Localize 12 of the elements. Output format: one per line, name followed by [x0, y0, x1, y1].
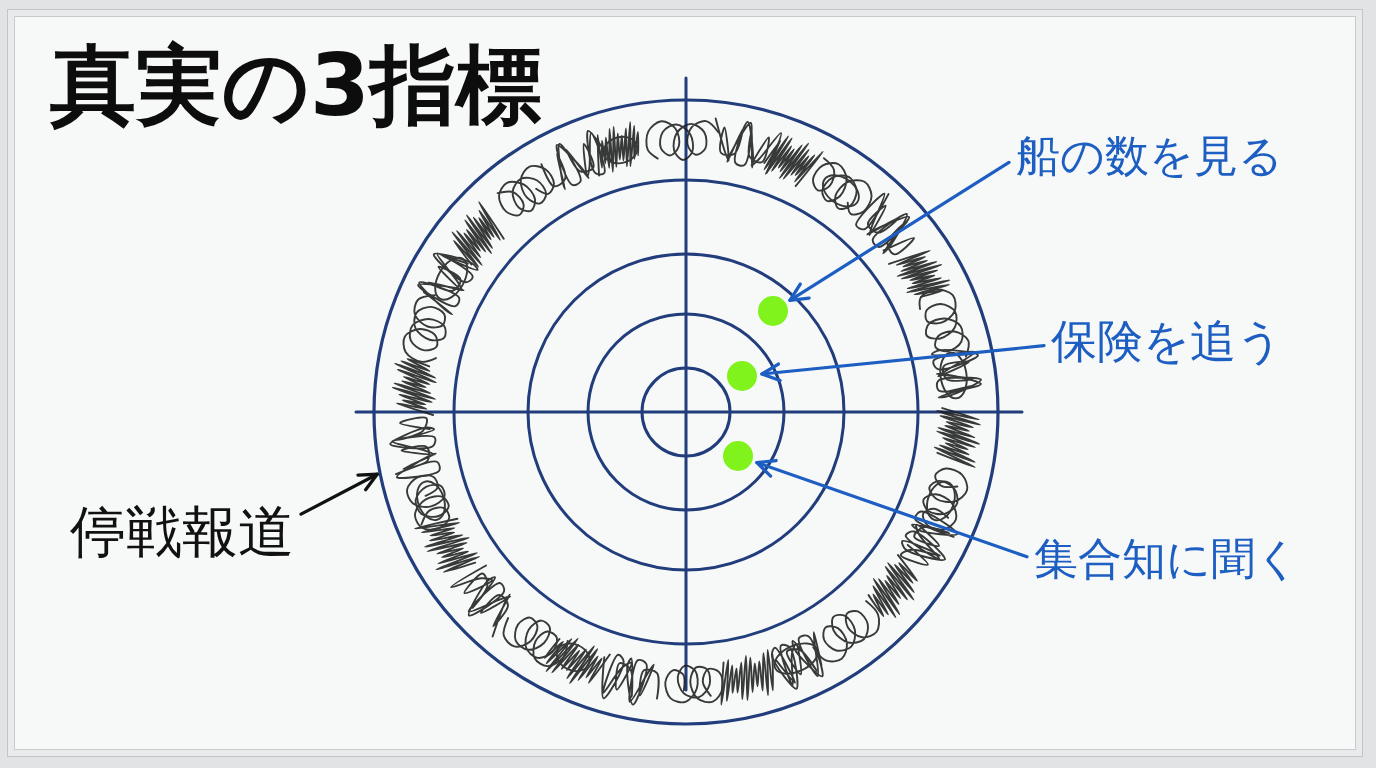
handwritten-label: 停戦報道 [70, 500, 294, 565]
title: 真実の3指標 [50, 42, 542, 128]
arrow [788, 160, 1011, 302]
signal-dot [758, 296, 788, 326]
signal-dot [727, 361, 757, 391]
arrow [760, 344, 1046, 383]
arrow [755, 458, 1029, 559]
arrow [299, 472, 379, 516]
handwritten-label: 保険を追う [1051, 315, 1283, 368]
signal-dot [723, 441, 753, 471]
handwritten-label: 集合知に聞く [1034, 534, 1300, 585]
handwritten-label: 船の数を見る [1016, 131, 1283, 182]
